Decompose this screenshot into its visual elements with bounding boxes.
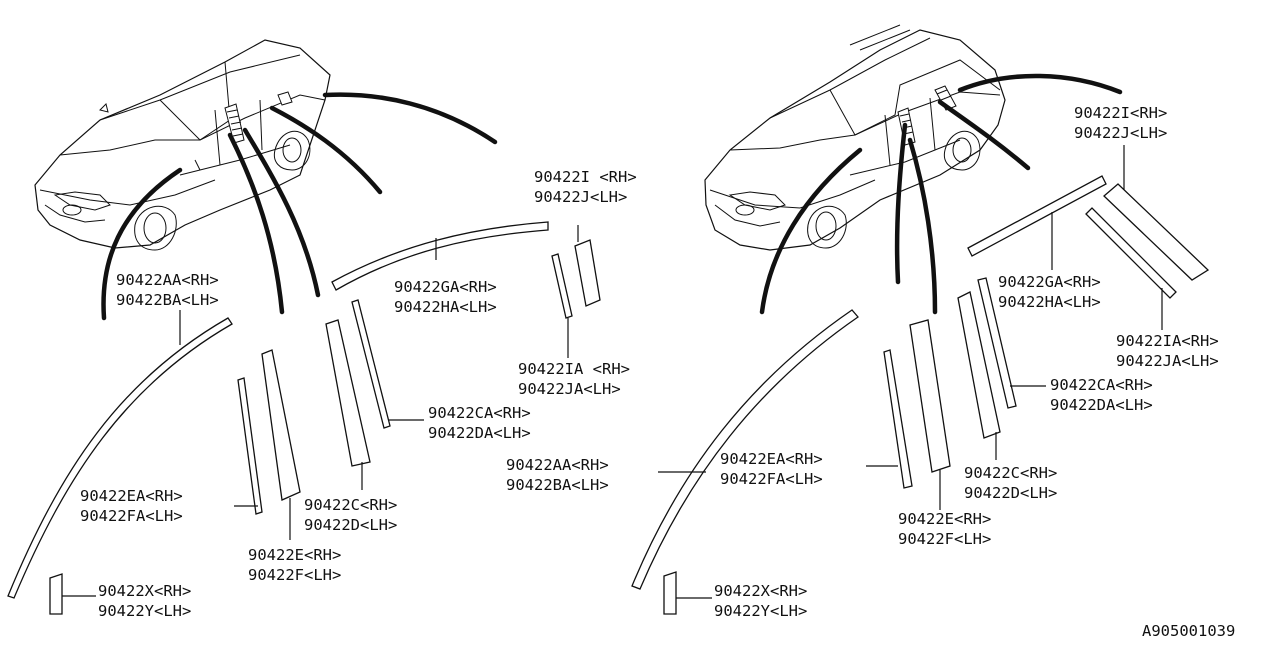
wagon-label-ia-rh: 90422IA<RH>: [1116, 332, 1219, 350]
sedan-label-x-rh: 90422X<RH>: [98, 582, 191, 600]
sedan-part-ea: [237, 377, 263, 515]
wagon-part-aa: [631, 309, 859, 590]
sedan-label-ia-rh: 90422IA <RH>: [518, 360, 630, 378]
wagon-label-ga-lh: 90422HA<LH>: [998, 293, 1101, 311]
sedan-label-aa-rh: 90422AA<RH>: [116, 271, 219, 289]
sedan-parts: [7, 221, 601, 615]
sedan-label-e-rh: 90422E<RH>: [248, 546, 341, 564]
wagon-label-ca-lh: 90422DA<LH>: [1050, 396, 1153, 414]
wagon-part-i: [1103, 183, 1210, 281]
sedan-leader-lines: [62, 225, 579, 597]
sedan-label-c-lh: 90422D<LH>: [304, 516, 397, 534]
wagon-label-e-rh: 90422E<RH>: [898, 510, 991, 528]
wagon-parts: [631, 175, 1210, 615]
wagon-label-aa-lh: 90422BA<LH>: [506, 476, 609, 494]
wagon-part-ia: [1085, 207, 1177, 299]
wagon-callout-arcs: [759, 73, 1123, 315]
wagon-labels: 90422I<RH> 90422J<LH> 90422GA<RH> 90422H…: [506, 104, 1219, 620]
sedan-label-ga-lh: 90422HA<LH>: [394, 298, 497, 316]
wagon-label-aa-rh: 90422AA<RH>: [506, 456, 609, 474]
sedan-labels: 90422AA<RH> 90422BA<LH> 90422EA<RH> 9042…: [80, 168, 637, 620]
diagram-id: A905001039: [1142, 622, 1235, 640]
sedan-label-ga-rh: 90422GA<RH>: [394, 278, 497, 296]
sedan-part-aa: [7, 317, 233, 599]
sedan-label-ea-rh: 90422EA<RH>: [80, 487, 183, 505]
wagon-label-i-rh: 90422I<RH>: [1074, 104, 1167, 122]
wagon-part-ca: [977, 277, 1017, 409]
sedan-label-ca-rh: 90422CA<RH>: [428, 404, 531, 422]
sedan-car-illustration: [34, 39, 331, 251]
sedan-label-c-rh: 90422C<RH>: [304, 496, 397, 514]
sedan-part-x: [49, 573, 63, 615]
wagon-label-ea-rh: 90422EA<RH>: [720, 450, 823, 468]
wagon-car-illustration: [704, 24, 1006, 251]
sedan-part-e: [261, 349, 301, 501]
wagon-leader-lines: [658, 145, 1163, 599]
wagon-label-c-rh: 90422C<RH>: [964, 464, 1057, 482]
sedan-part-ca: [351, 299, 391, 429]
sedan-label-e-lh: 90422F<LH>: [248, 566, 341, 584]
wagon-label-ia-lh: 90422JA<LH>: [1116, 352, 1219, 370]
sedan-label-aa-lh: 90422BA<LH>: [116, 291, 219, 309]
sedan-label-ia-lh: 90422JA<LH>: [518, 380, 621, 398]
sedan-label-ea-lh: 90422FA<LH>: [80, 507, 183, 525]
wagon-label-x-lh: 90422Y<LH>: [714, 602, 807, 620]
sedan-label-ca-lh: 90422DA<LH>: [428, 424, 531, 442]
wagon-part-e: [909, 319, 951, 473]
wagon-part-ea: [883, 349, 913, 489]
wagon-part-ga: [967, 175, 1107, 257]
sedan-part-ia: [551, 253, 573, 319]
wagon-part-c: [957, 291, 1001, 439]
wagon-label-ga-rh: 90422GA<RH>: [998, 273, 1101, 291]
sedan-label-x-lh: 90422Y<LH>: [98, 602, 191, 620]
wagon-label-x-rh: 90422X<RH>: [714, 582, 807, 600]
sedan-part-i: [574, 239, 601, 307]
sedan-label-i-lh: 90422J<LH>: [534, 188, 627, 206]
wagon-label-c-lh: 90422D<LH>: [964, 484, 1057, 502]
sedan-part-c: [325, 319, 371, 467]
wagon-label-i-lh: 90422J<LH>: [1074, 124, 1167, 142]
wagon-label-ea-lh: 90422FA<LH>: [720, 470, 823, 488]
wagon-label-e-lh: 90422F<LH>: [898, 530, 991, 548]
wagon-part-x: [663, 571, 677, 615]
sedan-callout-arcs: [101, 92, 498, 321]
sedan-label-i-rh: 90422I <RH>: [534, 168, 637, 186]
wagon-label-ca-rh: 90422CA<RH>: [1050, 376, 1153, 394]
sedan-part-ga: [331, 221, 549, 291]
